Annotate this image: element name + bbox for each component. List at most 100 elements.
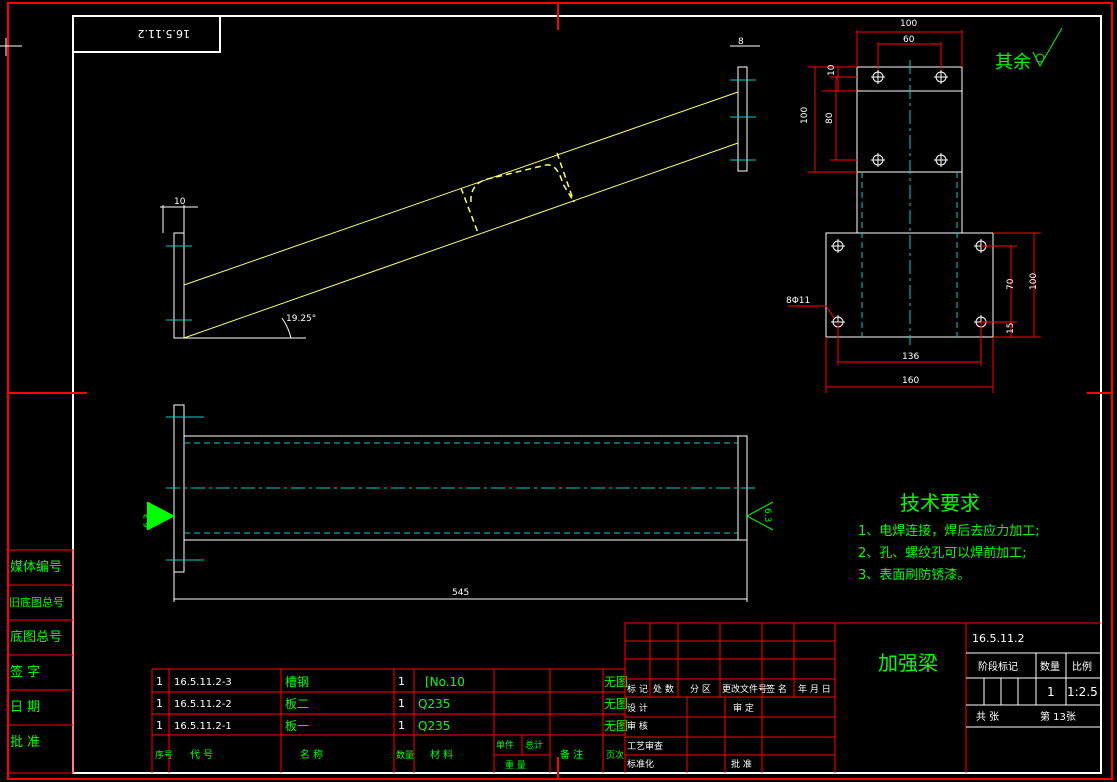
weld-left-label: 6.3	[143, 514, 153, 528]
dim-60: 60	[903, 35, 915, 45]
info-grid	[966, 652, 1101, 728]
rev-hdr-count: 处 数	[653, 683, 674, 695]
angle-label: 19.25°	[286, 314, 316, 324]
dim-length-line	[173, 540, 748, 602]
bom-row3-name: 板一	[285, 719, 309, 733]
bom-hdr-code: 代 号	[190, 749, 213, 761]
tech-item-1: 1、电焊连接，焊后去应力加工;	[858, 523, 1040, 539]
channel-hidden-lines	[460, 152, 575, 234]
stamp-code: 16.5.11.2	[138, 27, 190, 40]
rev-hdr-sign: 签 名	[766, 683, 787, 695]
rev-hdr-mark: 标 记	[627, 683, 648, 695]
dim-lines-right	[981, 232, 1041, 338]
rev-hdr-date: 年 月 日	[798, 683, 831, 695]
bom-table: 1 16.5.11.2-3 槽钢 1 [No.10 无图 1 16.5.11.2…	[151, 668, 628, 773]
role-standard: 标准化	[627, 758, 654, 770]
left-end-plate	[173, 232, 185, 339]
dim-160: 160	[902, 376, 919, 386]
strip-label-4: 签 字	[10, 664, 40, 680]
role-approve-final: 审 定	[733, 702, 754, 714]
dim-lines-top	[856, 30, 963, 69]
hole-leader	[788, 305, 835, 319]
weld-symbol-right	[745, 501, 774, 531]
strip-label-2: 旧底图总号	[9, 595, 64, 609]
title-block: 加强梁 16.5.11.2 阶段标记 数量 比例 1 1:2.5 共 张 第 1…	[624, 622, 1101, 773]
beam-bottom-edge	[183, 142, 739, 339]
bom-row3-qty: 1	[398, 719, 405, 732]
tech-item-2: 2、孔、螺纹孔可以焊前加工;	[858, 545, 1027, 561]
strip-label-1: 媒体编号	[10, 560, 62, 575]
inner-frame	[72, 15, 1102, 774]
role-design: 设 计	[627, 702, 648, 714]
dim-right-plate: 8	[738, 37, 744, 47]
bom-row2-remark: 无图	[604, 697, 628, 711]
dim-545: 545	[452, 588, 469, 598]
bom-row2-material: Q235	[418, 697, 450, 711]
dim-136: 136	[902, 352, 919, 362]
strip-label-3: 底图总号	[10, 629, 62, 645]
bom-row1-material: [No.10	[425, 675, 465, 689]
bom-row3-material: Q235	[418, 719, 450, 733]
stamp-box	[72, 15, 221, 53]
bom-row1-name: 槽钢	[285, 675, 309, 689]
bom-row3-no: 1	[156, 719, 163, 732]
bom-row2-qty: 1	[398, 697, 405, 710]
outer-frame	[7, 2, 1113, 780]
bom-hdr-qty: 数量	[396, 749, 414, 761]
side-view: 100 60 100 80 10 136 160 100 70 15 8Φ11	[786, 19, 1041, 393]
dim-h70: 70	[1006, 278, 1016, 290]
dim-lines-bottom	[825, 322, 994, 393]
weld-symbol-left	[146, 501, 176, 531]
bom-hdr-remark: 备 注	[560, 748, 583, 761]
dim-h80: 80	[825, 112, 835, 124]
bom-hdr-unit: 单件	[496, 739, 514, 751]
strip-label-6: 批 准	[10, 735, 40, 750]
angle-arc	[281, 317, 292, 339]
total-sheets: 共 张	[976, 711, 999, 723]
part-name: 加强梁	[878, 651, 938, 675]
title-grid	[624, 622, 1101, 773]
bom-grid	[151, 668, 626, 773]
holes-note: 8Φ11	[786, 296, 810, 306]
weld-right-label: 6.3	[762, 508, 772, 522]
bom-hdr-name: 名 称	[300, 748, 323, 761]
bom-row1-code: 16.5.11.2-3	[174, 677, 232, 688]
strip-dividers	[8, 584, 73, 726]
bom-row3-remark: 无图	[604, 719, 628, 733]
bom-hdr-material: 材 料	[430, 748, 453, 761]
role-approve: 批 准	[731, 758, 752, 770]
tech-item-3: 3、表面刷防锈漆。	[858, 567, 970, 583]
dim-h10: 10	[827, 64, 837, 76]
bom-row2-no: 1	[156, 697, 163, 710]
qty-value: 1	[1047, 685, 1055, 699]
qty-label: 数量	[1040, 660, 1060, 673]
strip-label-5: 日 期	[10, 700, 40, 715]
dim-lines-left	[808, 66, 857, 173]
tech-title: 技术要求	[900, 491, 980, 515]
dim-h100: 100	[800, 107, 810, 124]
stage-label: 阶段标记	[978, 660, 1018, 673]
rev-hdr-doc: 更改文件号	[722, 683, 767, 695]
drawing-number: 16.5.11.2	[972, 632, 1024, 645]
bom-row1-no: 1	[156, 675, 163, 688]
bom-hdr-no: 序号	[155, 749, 173, 761]
bom-hdr-weight: 重 量	[505, 759, 526, 771]
strip-frame	[7, 549, 74, 774]
rev-hdr-zone: 分 区	[690, 684, 711, 695]
bom-row2-name: 板二	[285, 697, 309, 711]
scale-value: 1:2.5	[1067, 685, 1098, 699]
bom-hdr-page: 页次	[606, 749, 624, 761]
dim-left-plate: 10	[174, 197, 186, 207]
bom-row1-remark: 无图	[604, 675, 628, 689]
left-strip: 媒体编号 旧底图总号 底图总号 签 字 日 期 批 准	[7, 549, 74, 774]
dim-100: 100	[900, 19, 917, 29]
scale-label: 比例	[1072, 660, 1092, 673]
dim-h15: 15	[1006, 323, 1016, 334]
bom-hdr-total: 总计	[525, 739, 543, 751]
right-end-plate	[737, 66, 748, 172]
sheet-number: 第 13张	[1040, 710, 1076, 723]
bom-row2-code: 16.5.11.2-2	[174, 699, 232, 710]
roughness-circle	[1035, 53, 1045, 63]
role-process: 工艺审查	[627, 740, 663, 752]
